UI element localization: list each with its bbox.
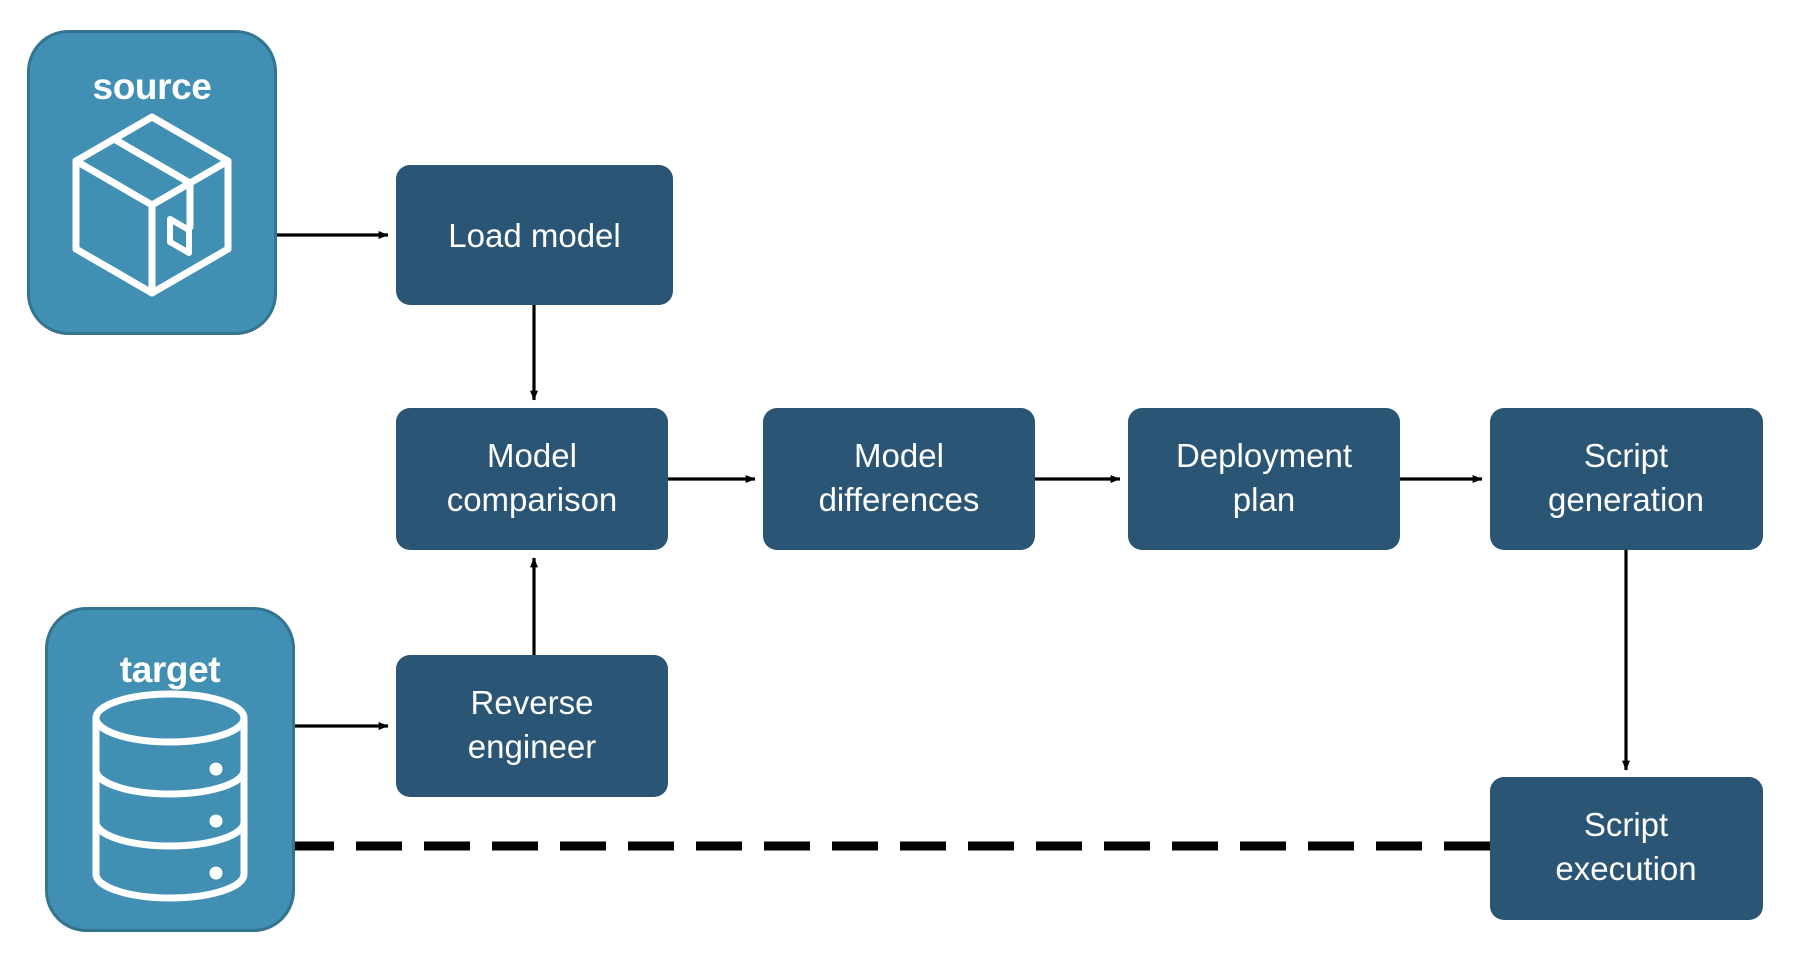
process-script-generation-shape <box>1490 408 1763 550</box>
process-deployment-plan-label-line-1: Deployment <box>1176 437 1352 474</box>
process-deployment-plan-shape <box>1128 408 1400 550</box>
process-reverse-engineer[interactable]: Reverse engineer <box>396 655 668 797</box>
process-reverse-engineer-label-line-2: engineer <box>468 728 596 765</box>
endpoint-source-label: source <box>93 66 212 107</box>
process-model-comparison-label-line-1: Model <box>487 437 577 474</box>
database-cylinder-icon <box>92 690 248 902</box>
package-box-icon <box>72 113 232 297</box>
process-model-comparison[interactable]: Model comparison <box>396 408 668 550</box>
process-script-execution-shape <box>1490 777 1763 920</box>
process-script-generation-label-line-2: generation <box>1548 481 1704 518</box>
process-model-differences[interactable]: Model differences <box>763 408 1035 550</box>
process-load-model[interactable]: Load model <box>396 165 673 305</box>
process-model-comparison-shape <box>396 408 668 550</box>
process-model-differences-shape <box>763 408 1035 550</box>
process-model-comparison-label-line-2: comparison <box>447 481 618 518</box>
process-deployment-plan[interactable]: Deployment plan <box>1128 408 1400 550</box>
process-script-execution-label-line-1: Script <box>1584 806 1668 843</box>
process-load-model-label-line-1: Load model <box>448 217 620 254</box>
endpoint-target[interactable]: target <box>45 607 295 932</box>
process-script-generation[interactable]: Script generation <box>1490 408 1763 550</box>
endpoint-target-shape <box>45 607 295 932</box>
process-script-execution-label-line-2: execution <box>1555 850 1696 887</box>
process-model-differences-label-line-1: Model <box>854 437 944 474</box>
process-deployment-plan-label-line-2: plan <box>1233 481 1295 518</box>
process-script-execution[interactable]: Script execution <box>1490 777 1763 920</box>
process-load-model-shape <box>396 165 673 305</box>
process-reverse-engineer-label-line-1: Reverse <box>471 684 594 721</box>
process-script-generation-label-line-1: Script <box>1584 437 1668 474</box>
process-model-differences-label-line-2: differences <box>819 481 980 518</box>
endpoint-source[interactable]: source <box>27 30 277 335</box>
endpoint-target-label: target <box>120 649 220 690</box>
connectors-layer <box>277 231 1630 854</box>
process-reverse-engineer-shape <box>396 655 668 797</box>
